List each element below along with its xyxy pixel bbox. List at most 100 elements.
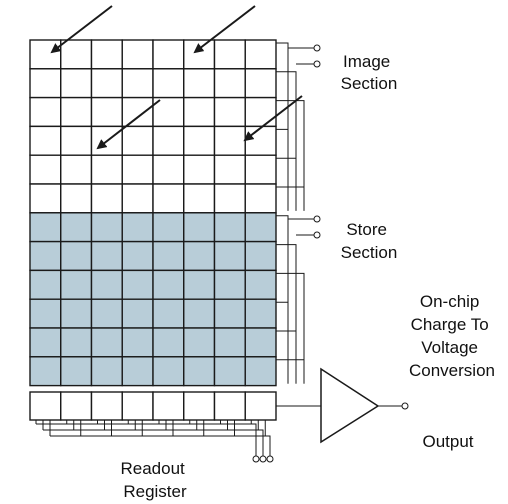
- store-pixel: [60, 269, 93, 300]
- store-pixel: [60, 298, 93, 329]
- store-pixel: [90, 240, 123, 272]
- store-pixel: [29, 356, 62, 387]
- image-pixel: [121, 96, 154, 128]
- light-arrow-icon: [50, 5, 113, 54]
- conversion-label: On-chip Charge To Voltage Conversion: [409, 292, 495, 380]
- image-pixel: [90, 68, 123, 99]
- clock-lines: [276, 42, 314, 384]
- image-pixel: [152, 183, 185, 214]
- store-pixel: [183, 269, 216, 300]
- image-pixel: [244, 96, 277, 128]
- store-pixel: [60, 356, 93, 387]
- image-pixel: [213, 125, 246, 156]
- light-arrows: [50, 5, 303, 150]
- store-pixel: [213, 269, 246, 300]
- image-pixel: [183, 183, 216, 214]
- image-pixel: [213, 39, 246, 70]
- image-pixel: [152, 154, 185, 185]
- image-pixel: [244, 125, 277, 156]
- image-pixel: [60, 96, 93, 128]
- store-section-label: Store Section: [341, 220, 398, 262]
- store-pixel: [152, 212, 185, 243]
- image-pixel: [60, 183, 93, 214]
- store-pixel: [152, 269, 185, 300]
- image-pixel: [213, 96, 246, 128]
- register-clock-lines: [35, 420, 271, 456]
- image-pixel: [152, 39, 185, 70]
- store-pixel: [121, 240, 154, 272]
- image-pixel: [29, 39, 62, 70]
- store-pixel: [152, 356, 185, 387]
- register-cell: [213, 391, 246, 421]
- image-pixel: [213, 154, 246, 185]
- terminal-icon: [259, 455, 267, 463]
- store-pixel: [213, 240, 246, 272]
- image-pixel: [60, 125, 93, 156]
- register-cell: [29, 391, 62, 421]
- store-section: [29, 212, 277, 387]
- store-pixel: [183, 327, 216, 358]
- store-pixel: [244, 327, 277, 358]
- image-pixel: [213, 68, 246, 99]
- image-pixel: [244, 154, 277, 185]
- register-cell: [121, 391, 154, 421]
- store-pixel: [244, 212, 277, 243]
- terminal-icon: [313, 60, 321, 68]
- image-pixel: [183, 96, 216, 128]
- image-section-label: Image Section: [341, 52, 398, 93]
- image-pixel: [152, 68, 185, 99]
- image-pixel: [213, 183, 246, 214]
- image-pixel: [29, 125, 62, 156]
- image-pixel: [29, 68, 62, 99]
- store-pixel: [152, 240, 185, 272]
- store-pixel: [244, 356, 277, 387]
- store-pixel: [60, 240, 93, 272]
- store-pixel: [213, 212, 246, 243]
- image-pixel: [90, 154, 123, 185]
- store-pixel: [244, 298, 277, 329]
- image-pixel: [183, 39, 216, 70]
- light-arrow-icon: [193, 5, 256, 54]
- register-cell: [60, 391, 93, 421]
- image-pixel: [60, 68, 93, 99]
- light-arrow-icon: [96, 99, 161, 150]
- image-pixel: [152, 125, 185, 156]
- terminal-icon: [266, 455, 274, 463]
- terminals: [252, 44, 321, 463]
- terminal-icon: [252, 455, 260, 463]
- store-pixel: [183, 356, 216, 387]
- image-section: [29, 39, 277, 214]
- image-pixel: [29, 183, 62, 214]
- terminal-icon: [313, 231, 321, 239]
- readout-register: [29, 391, 277, 421]
- image-pixel: [121, 39, 154, 70]
- image-pixel: [60, 154, 93, 185]
- readout-register-label: Readout Register: [120, 459, 189, 501]
- store-pixel: [29, 212, 62, 243]
- store-pixel: [244, 269, 277, 300]
- terminal-icon: [313, 44, 321, 52]
- register-cell: [183, 391, 216, 421]
- store-pixel: [29, 327, 62, 358]
- store-pixel: [90, 298, 123, 329]
- store-pixel: [60, 327, 93, 358]
- store-pixel: [90, 356, 123, 387]
- image-pixel: [183, 125, 216, 156]
- terminal-icon: [401, 402, 409, 410]
- store-pixel: [213, 356, 246, 387]
- image-pixel: [244, 68, 277, 99]
- store-pixel: [29, 298, 62, 329]
- amplifier-triangle-icon: [320, 367, 380, 444]
- image-pixel: [121, 154, 154, 185]
- image-pixel: [244, 39, 277, 70]
- image-pixel: [183, 154, 216, 185]
- store-pixel: [244, 240, 277, 272]
- terminal-icon: [313, 215, 321, 223]
- image-pixel: [244, 183, 277, 214]
- store-pixel: [213, 298, 246, 329]
- register-cell: [244, 391, 277, 421]
- image-pixel: [183, 68, 216, 99]
- store-pixel: [183, 298, 216, 329]
- store-pixel: [121, 298, 154, 329]
